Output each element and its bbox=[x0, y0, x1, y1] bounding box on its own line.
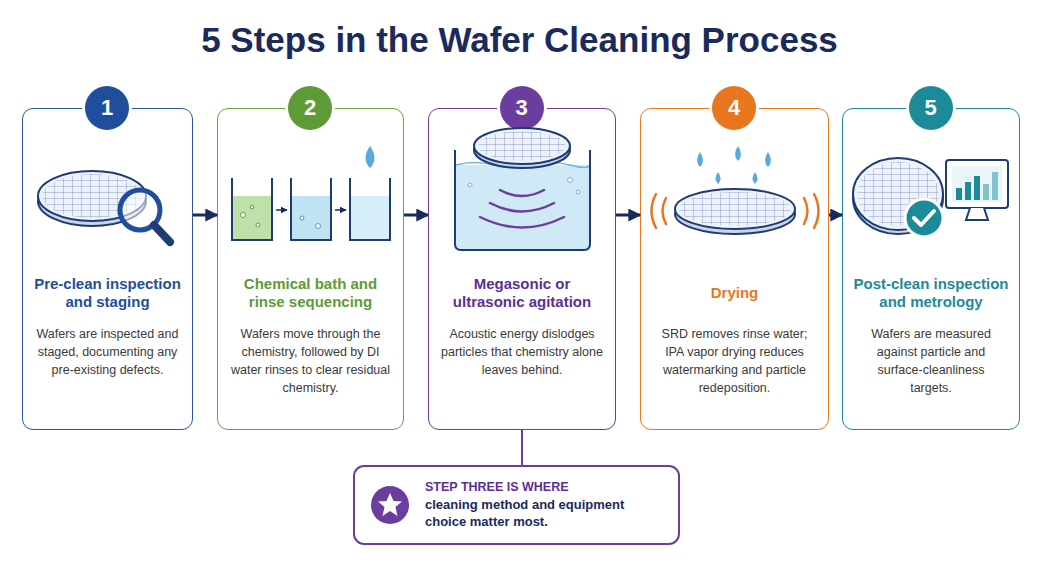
step-description: Acoustic energy dislodges particles that… bbox=[441, 325, 603, 379]
step-number-circle: 2 bbox=[288, 86, 332, 130]
step-number-circle: 3 bbox=[500, 86, 544, 130]
step-number-circle: 5 bbox=[909, 86, 953, 130]
step-number-circle: 4 bbox=[712, 86, 756, 130]
step-card: Megasonic or ultrasonic agitationAcousti… bbox=[428, 108, 616, 430]
step-description: Wafers are measured against particle and… bbox=[855, 325, 1007, 398]
step-heading: Post-clean inspection and metrology bbox=[852, 265, 1010, 321]
step-number: 1 bbox=[85, 86, 129, 130]
step-heading: Chemical bath and rinse sequencing bbox=[227, 265, 394, 321]
step-card: Chemical bath and rinse sequencingWafers… bbox=[217, 108, 404, 430]
step-card: Post-clean inspection and metrologyWafer… bbox=[842, 108, 1020, 430]
step-heading: Pre-clean inspection and staging bbox=[32, 265, 183, 321]
step-number-circle: 1 bbox=[85, 86, 129, 130]
callout-text: cleaning method and equipment choice mat… bbox=[425, 497, 650, 531]
step-number: 5 bbox=[909, 86, 953, 130]
flow-arrow bbox=[193, 214, 217, 217]
step-description: Wafers move through the chemistry, follo… bbox=[230, 325, 391, 398]
diagram-title: 5 Steps in the Wafer Cleaning Process bbox=[0, 20, 1039, 60]
step-number: 2 bbox=[288, 86, 332, 130]
flow-arrow bbox=[829, 214, 842, 217]
step-number: 3 bbox=[500, 86, 544, 130]
callout-heading: STEP THREE IS WHERE bbox=[425, 480, 664, 494]
step-card: DryingSRD removes rinse water; IPA vapor… bbox=[640, 108, 829, 430]
step-description: SRD removes rinse water; IPA vapor dryin… bbox=[653, 325, 816, 398]
flow-arrow bbox=[404, 214, 428, 217]
step-heading: Drying bbox=[650, 265, 819, 321]
flow-arrow bbox=[616, 214, 640, 217]
step-heading: Megasonic or ultrasonic agitation bbox=[438, 265, 606, 321]
callout-box: STEP THREE IS WHERE cleaning method and e… bbox=[353, 465, 680, 545]
step-card: Pre-clean inspection and stagingWafers a… bbox=[22, 108, 193, 430]
step-number: 4 bbox=[712, 86, 756, 130]
connector-line bbox=[521, 430, 523, 465]
step-description: Wafers are inspected and staged, documen… bbox=[35, 325, 180, 379]
